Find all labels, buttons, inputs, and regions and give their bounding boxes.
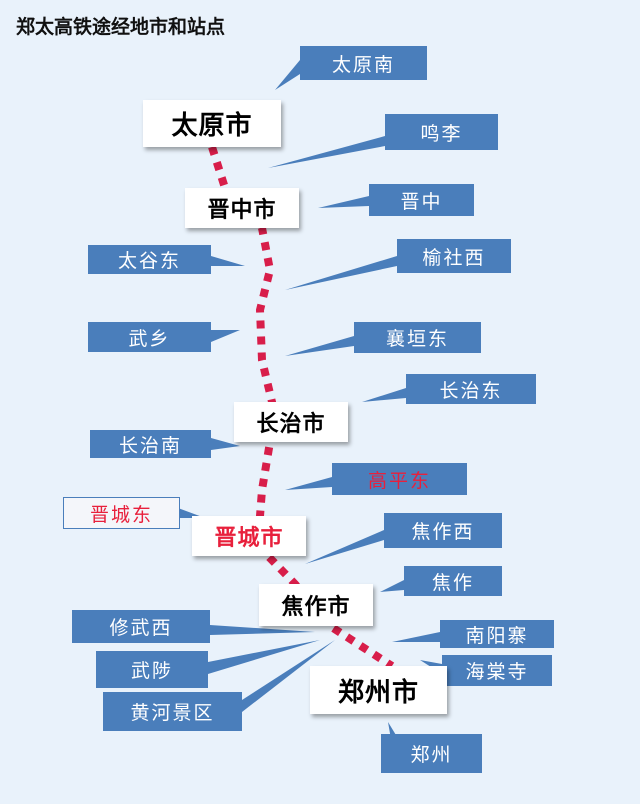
callout-tail-xiuwuxi [210,625,315,635]
city-jincheng: 晋城市 [192,516,306,556]
callout-tail-jiaozuoxi [305,530,384,564]
callout-tail-changzhinan [211,438,240,450]
station-changzhinan: 长治南 [90,430,211,458]
callout-tail-mingli [268,136,385,168]
callout-tail-jinchengdong [178,508,205,518]
callout-tail-wuzhi [208,640,320,674]
station-wuzhi: 武陟 [96,651,208,688]
callout-tail-taiyuannan [275,60,300,90]
station-mingli: 鸣李 [385,114,498,150]
station-taiyuannan: 太原南 [300,46,427,80]
station-jinchengdong: 晋城东 [63,497,180,529]
station-gaopingdong: 高平东 [332,463,467,495]
city-jiaozuo: 焦作市 [259,584,373,626]
callout-tail-xiangyuandong [285,336,354,356]
diagram-title: 郑太高铁途经地市和站点 [16,16,226,38]
station-nanyangzhai: 南阳寨 [440,620,554,648]
station-jiaozuoxi: 焦作西 [384,513,502,548]
station-huanghejingqu: 黄河景区 [103,692,242,731]
callout-tail-nanyangzhai [392,632,440,642]
city-changzhi: 长治市 [234,402,348,442]
station-xiangyuandong: 襄垣东 [354,322,481,353]
city-jinzhong: 晋中市 [185,188,299,228]
callout-tail-jinzhong [318,196,369,208]
station-wuxiang: 武乡 [88,322,211,352]
station-yushexi: 榆社西 [397,239,511,273]
city-taiyuan: 太原市 [143,100,281,147]
callout-tail-taigudong [211,256,245,266]
callout-tail-changzhidong [362,388,406,402]
station-zhengzhou: 郑州 [381,734,482,773]
callout-tail-gaopingdong [285,477,332,490]
station-changzhidong: 长治东 [406,374,536,404]
station-haitangsi: 海棠寺 [442,655,552,686]
station-jinzhong: 晋中 [369,184,474,216]
city-zhengzhou: 郑州市 [310,666,447,714]
callout-tail-huanghejingqu [242,640,335,712]
callout-tail-jiaozuo [380,580,404,592]
callout-tail-wuxiang [211,330,240,342]
callout-tail-yushexi [285,256,397,290]
station-jiaozuo: 焦作 [404,566,502,596]
station-xiuwuxi: 修武西 [72,610,210,643]
callout-tails [178,60,442,745]
station-taigudong: 太谷东 [88,245,211,274]
